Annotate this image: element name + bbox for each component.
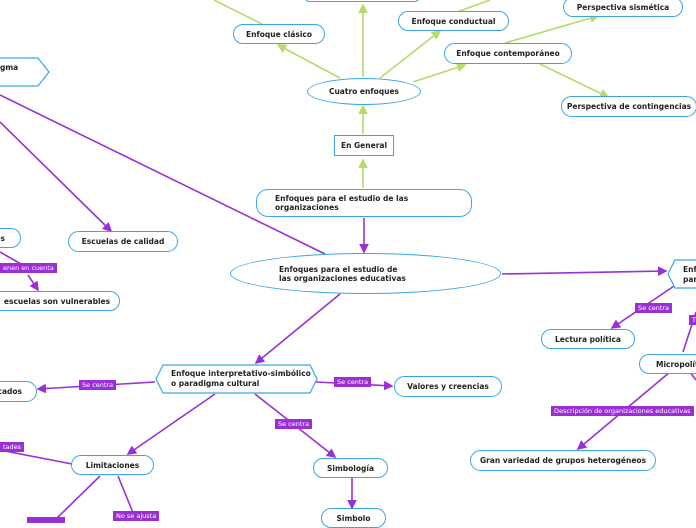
- node-simbologia[interactable]: Simbología: [313, 458, 388, 478]
- node-cados[interactable]: cados: [0, 381, 37, 402]
- node-paradigma-label: gma: [0, 63, 19, 72]
- tag-cut-bottom: [27, 517, 65, 523]
- node-escuelas-calidad[interactable]: Escuelas de calidad: [68, 231, 178, 252]
- tag-t-partial: T: [689, 315, 696, 326]
- node-cuatro-enfoques[interactable]: Cuatro enfoques: [307, 78, 421, 105]
- node-micropolitica[interactable]: Micropolític: [639, 354, 696, 374]
- node-en-general[interactable]: En General: [334, 135, 394, 156]
- node-perspectiva-contingencias[interactable]: Perspectiva de contingencias: [561, 96, 696, 117]
- tag-se-centra-1: Se centra: [79, 380, 117, 391]
- node-enfoque-clasico[interactable]: Enfoque clásico: [233, 24, 325, 44]
- node-escuelas-vulnerables[interactable]: escuelas son vulnerables: [0, 291, 120, 311]
- tag-se-centra-3: Se centra: [275, 419, 313, 430]
- node-enf-partial-shape[interactable]: [667, 259, 696, 289]
- node-paradigma-shape[interactable]: [0, 57, 52, 87]
- node-es-partial[interactable]: es: [0, 228, 21, 248]
- node-interpretativo-label: Enfoque interpretativo-simbólico o parad…: [171, 369, 311, 388]
- tag-tienen-en-cuenta: enen en cuenta: [0, 263, 57, 274]
- node-simbolo[interactable]: Simbolo: [321, 508, 386, 528]
- node-interpretativo-shape[interactable]: [155, 364, 318, 394]
- node-top-cut[interactable]: [303, 0, 421, 2]
- node-enfoques-educativas[interactable]: Enfoques para el estudio de las organiza…: [230, 253, 501, 294]
- tag-descripcion: Descripción de organizaciones educativas: [551, 406, 694, 417]
- tag-se-centra-2: Se centra: [334, 377, 372, 388]
- node-enf-partial-label-1: Enf: [683, 265, 696, 274]
- node-perspectiva-sismetica[interactable]: Perspectiva sismética: [563, 0, 683, 17]
- node-limitaciones[interactable]: Limitaciones: [71, 455, 154, 475]
- tag-se-centra-4: Se centra: [635, 303, 673, 314]
- node-enfoque-conductual[interactable]: Enfoque conductual: [398, 11, 509, 31]
- node-enfoques-organizaciones[interactable]: Enfoques para el estudio de las organiza…: [256, 189, 472, 217]
- node-valores-creencias[interactable]: Valores y creencias: [394, 376, 502, 397]
- node-grupos-heterogeneos[interactable]: Gran variedad de grupos heterogéneos: [470, 450, 656, 471]
- node-enf-partial-label-2: par: [683, 275, 696, 284]
- node-enfoque-contemporaneo[interactable]: Enfoque contemporáneo: [444, 43, 572, 64]
- tag-no-se-ajusta: No se ajusta: [113, 511, 160, 522]
- node-lectura-politica[interactable]: Lectura política: [541, 329, 635, 349]
- tag-tades: tades: [0, 442, 25, 453]
